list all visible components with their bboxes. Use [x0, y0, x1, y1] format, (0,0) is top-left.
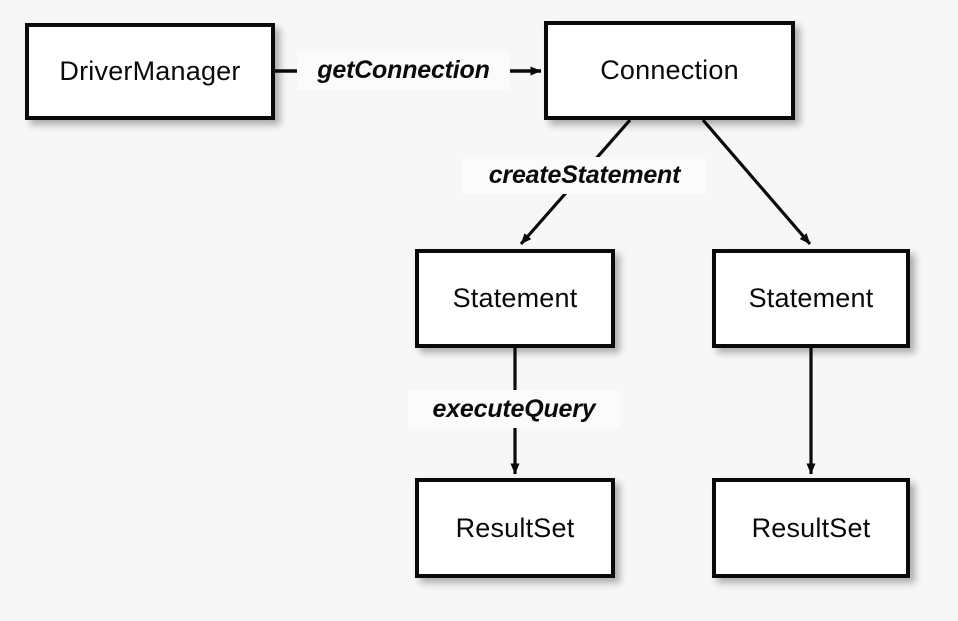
node-connection[interactable]: Connection	[544, 21, 795, 120]
node-label: Connection	[600, 55, 739, 85]
node-label: DriverManager	[59, 56, 241, 86]
node-label: Statement	[452, 283, 578, 313]
node-resultset-left[interactable]: ResultSet	[415, 478, 615, 578]
edge-label-execute-query: executeQuery	[408, 390, 620, 428]
edge-label-text: createStatement	[488, 161, 681, 189]
connector-create-statement-right	[701, 118, 812, 246]
edge-label-get-connection: getConnection	[297, 51, 510, 90]
edge-label-text: executeQuery	[432, 394, 596, 423]
edge-label-create-statement: createStatement	[463, 157, 706, 194]
node-label: Statement	[748, 283, 874, 313]
node-label: ResultSet	[751, 512, 871, 543]
node-driver-manager[interactable]: DriverManager	[25, 23, 275, 120]
edge-label-text: getConnection	[317, 56, 490, 84]
node-label: ResultSet	[455, 512, 575, 543]
node-statement-right[interactable]: Statement	[712, 249, 910, 348]
node-resultset-right[interactable]: ResultSet	[712, 478, 910, 578]
node-statement-left[interactable]: Statement	[415, 249, 615, 348]
